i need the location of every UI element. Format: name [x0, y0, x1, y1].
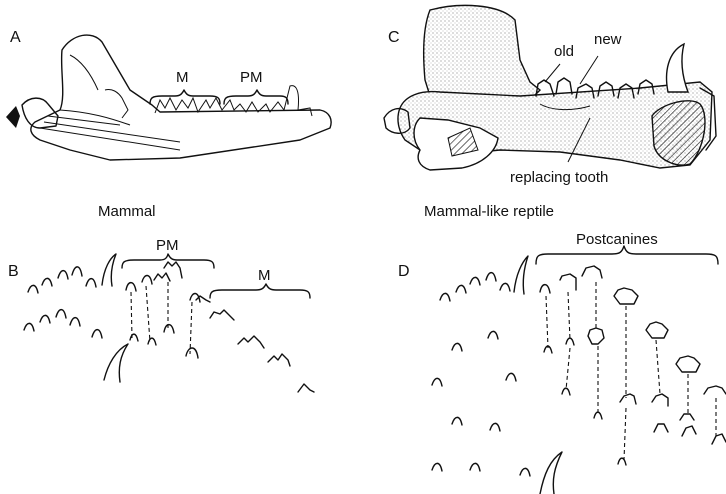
panel-b-molar-label: M — [258, 268, 271, 283]
old-tooth-label: old — [554, 44, 574, 59]
reptile-dentition — [432, 246, 726, 494]
panel-c-letter: C — [388, 30, 400, 46]
mammal-caption: Mammal — [98, 204, 156, 219]
panel-a-letter: A — [10, 30, 21, 46]
reptile-caption: Mammal-like reptile — [424, 204, 554, 219]
replacing-tooth-label: replacing tooth — [510, 170, 608, 185]
panel-b-letter: B — [8, 264, 19, 280]
new-tooth-label: new — [594, 32, 622, 47]
postcanines-label: Postcanines — [576, 232, 658, 247]
reptile-jaw — [384, 5, 716, 170]
mammal-dentition — [24, 254, 314, 392]
mammal-jaw — [6, 35, 331, 160]
panel-a-molar-label: M — [176, 70, 189, 85]
panel-b-premolar-label: PM — [156, 238, 179, 253]
panel-d-letter: D — [398, 264, 410, 280]
panel-a-premolar-label: PM — [240, 70, 263, 85]
